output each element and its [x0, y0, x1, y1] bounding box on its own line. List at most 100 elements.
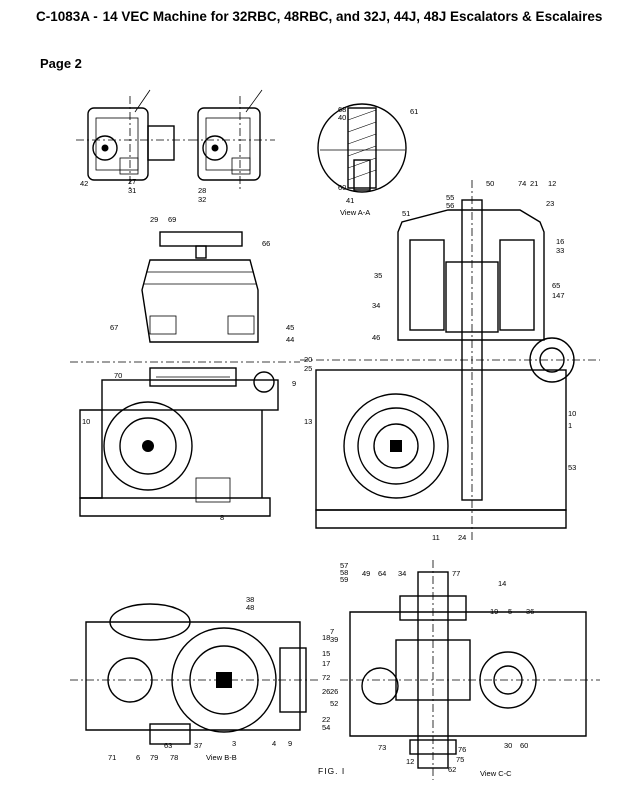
callout: 11 — [432, 533, 440, 542]
callout: 60 — [520, 741, 528, 750]
callout: 34 — [372, 301, 380, 310]
callout: 63 — [164, 741, 172, 750]
callout: 26 — [330, 687, 338, 696]
callout: 46 — [372, 333, 380, 342]
callout: 12 — [406, 757, 414, 766]
callout: 35 — [374, 271, 382, 280]
callout: 21 — [530, 179, 538, 188]
callout: 62 — [448, 765, 456, 774]
view-bb-drawing — [70, 603, 320, 745]
callout: 29 — [150, 215, 158, 224]
callout: 10 — [568, 409, 576, 418]
callout: 42 — [80, 179, 88, 188]
figure-label: FIG. I — [318, 766, 345, 776]
callout: 50 — [486, 179, 494, 188]
callout: 68 — [338, 105, 346, 114]
callouts-side-view: 29 69 66 67 45 44 70 10 20 25 13 8 9 — [82, 215, 312, 522]
callout: 19 — [490, 607, 498, 616]
callout: 76 — [458, 745, 466, 754]
view-aa-label: View A-A — [340, 208, 370, 217]
callout: 67 — [110, 323, 118, 332]
callout: 26 — [322, 687, 330, 696]
callout: 74 — [518, 179, 526, 188]
callouts-view-aa: 68 40 61 60 41 — [338, 105, 418, 205]
callout: 25 — [304, 364, 312, 373]
callout: 27 — [128, 177, 136, 186]
callout: 8 — [220, 513, 224, 522]
view-cc-label: View C-C — [480, 769, 512, 778]
callout: 1 — [568, 421, 572, 430]
callout: 60 — [338, 183, 346, 192]
callout: 147 — [552, 291, 565, 300]
callout: 24 — [458, 533, 466, 542]
callout: 37 — [194, 741, 202, 750]
document-title: 14 VEC Machine for 32RBC, 48RBC, and 32J… — [102, 9, 603, 24]
callout: 53 — [568, 463, 576, 472]
callout: 41 — [346, 196, 354, 205]
callouts-section-view: 50 74 21 12 55 56 23 51 16 33 35 65 147 … — [372, 179, 576, 542]
callout: 38 — [246, 595, 254, 604]
callout: 6 — [136, 753, 140, 762]
callout: 7 — [330, 627, 334, 636]
callout: 61 — [410, 107, 418, 116]
callout: 13 — [304, 417, 312, 426]
section-view-drawing — [300, 180, 600, 540]
callout: 54 — [322, 723, 330, 732]
callout: 16 — [556, 237, 564, 246]
callout: 30 — [504, 741, 512, 750]
callout: 39 — [330, 635, 338, 644]
callout: 23 — [546, 199, 554, 208]
callout: 70 — [114, 371, 122, 380]
document-header: C-1083A - 14 VEC Machine for 32RBC, 48RB… — [0, 8, 637, 25]
callout: 12 — [548, 179, 556, 188]
callout: 55 — [446, 193, 454, 202]
side-view-drawing — [70, 231, 300, 517]
callout: 34 — [398, 569, 406, 578]
callout: 18 — [322, 633, 330, 642]
callout: 66 — [262, 239, 270, 248]
callout: 9 — [288, 739, 292, 748]
callout: 73 — [378, 743, 386, 752]
callout: 51 — [402, 209, 410, 218]
callout: 71 — [108, 753, 116, 762]
callout: 78 — [170, 753, 178, 762]
callout: 31 — [128, 186, 136, 195]
callout: 65 — [552, 281, 560, 290]
callout: 40 — [338, 113, 346, 122]
callout: 79 — [150, 753, 158, 762]
callout: 52 — [330, 699, 338, 708]
callout: 32 — [198, 195, 206, 204]
callout: 22 — [322, 715, 330, 724]
callouts-top-left: 42 27 31 28 32 — [80, 177, 206, 204]
callout: 59 — [340, 575, 348, 584]
view-cc-drawing — [340, 560, 600, 780]
callout: 9 — [292, 379, 296, 388]
callouts-bottom-right: 57 58 59 49 64 34 77 14 19 5 36 7 39 26 … — [330, 561, 534, 774]
callout: 57 — [340, 561, 348, 570]
callout: 36 — [526, 607, 534, 616]
callout: 75 — [456, 755, 464, 764]
callout: 4 — [272, 739, 276, 748]
callout: 72 — [322, 673, 330, 682]
callout: 69 — [168, 215, 176, 224]
callout: 44 — [286, 335, 294, 344]
document-number: C-1083A - — [36, 9, 98, 24]
page-label: Page 2 — [40, 56, 82, 71]
callout: 64 — [378, 569, 386, 578]
callout: 77 — [452, 569, 460, 578]
callout: 10 — [82, 417, 90, 426]
callout: 14 — [498, 579, 506, 588]
callouts-bottom-left: 38 48 18 15 17 72 26 22 54 71 6 79 63 78… — [108, 595, 330, 762]
callout: 15 — [322, 649, 330, 658]
callout: 5 — [508, 607, 512, 616]
callout: 58 — [340, 568, 348, 577]
callout: 20 — [304, 355, 312, 364]
callout: 17 — [322, 659, 330, 668]
callout: 56 — [446, 201, 454, 210]
end-view-right — [190, 89, 275, 190]
callout: 3 — [232, 739, 236, 748]
end-view-left — [76, 89, 190, 190]
callout: 48 — [246, 603, 254, 612]
view-bb-label: View B-B — [206, 753, 237, 762]
